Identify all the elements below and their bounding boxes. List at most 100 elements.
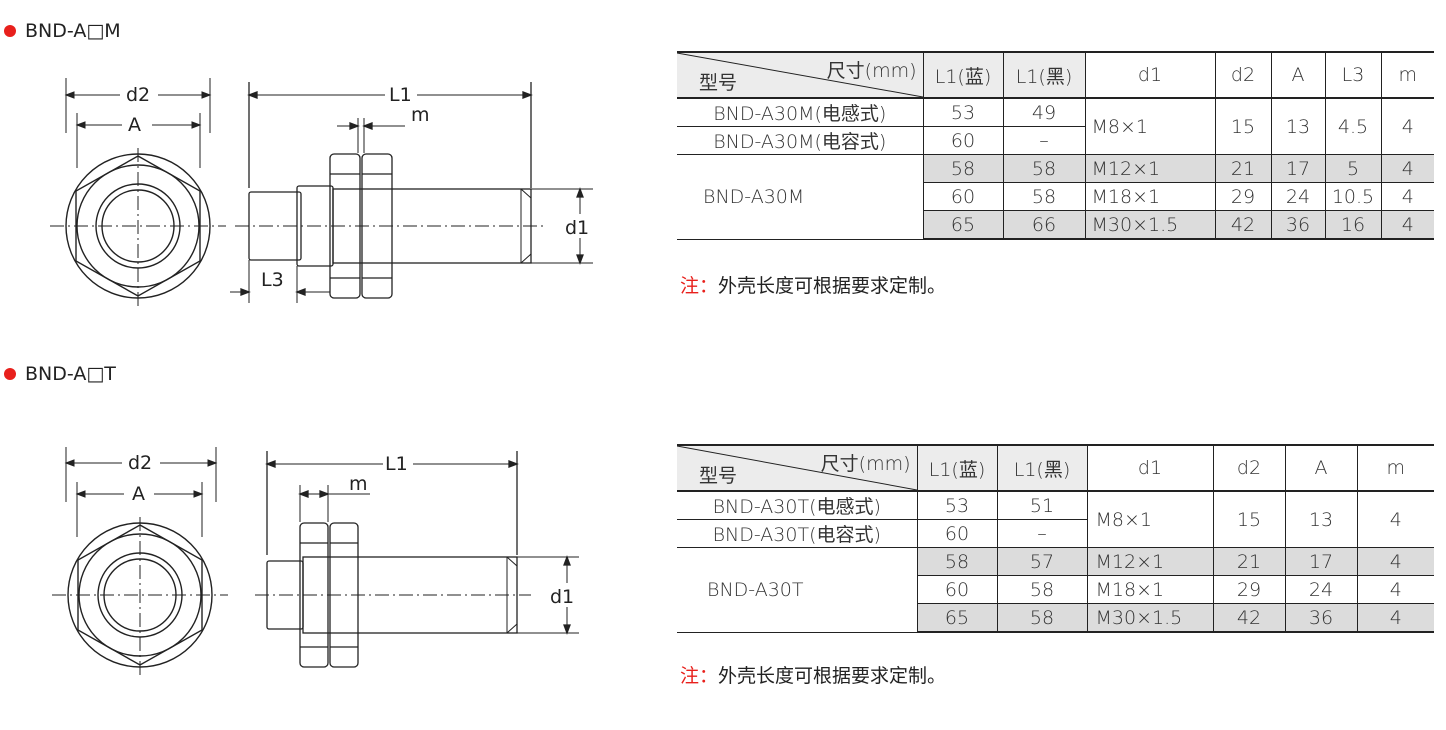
col-header: L1(蓝) — [922, 51, 1004, 99]
note-text: 外壳长度可根据要求定制。 — [718, 665, 947, 687]
col-header: d1 — [1084, 51, 1216, 99]
corner-header-cell: 尺寸(mm) 型号 — [677, 444, 918, 492]
cell: 57 — [996, 547, 1088, 576]
cell: M8×1 — [1084, 97, 1216, 155]
col-header: L1(黑) — [1002, 51, 1086, 99]
dim-d1-label: d1 — [550, 586, 574, 608]
corner-bottom-label: 型号 — [699, 465, 738, 487]
col-header: A — [1284, 444, 1358, 492]
section-title-t: BND-A□T — [4, 363, 116, 385]
cell: 10.5 — [1324, 182, 1382, 211]
cell: 4 — [1380, 154, 1434, 183]
side-view-drawing: L1 m d1 — [255, 451, 579, 668]
section-title-text: BND-A□T — [25, 363, 116, 385]
front-view-drawing: d2 A — [50, 78, 226, 308]
red-bullet-icon — [4, 368, 16, 380]
model-cell: BND-A30T — [677, 547, 918, 633]
spec-table-t: 尺寸(mm) 型号 L1(蓝) L1(黑) d1 d2 A m BND-A30T… — [677, 444, 1434, 633]
cell: 49 — [1002, 97, 1086, 127]
col-header: d2 — [1212, 444, 1286, 492]
cell: 4 — [1356, 575, 1434, 604]
cell: 4.5 — [1324, 97, 1382, 155]
col-header: d1 — [1086, 444, 1214, 492]
col-header: d2 — [1214, 51, 1272, 99]
cell: 4 — [1356, 490, 1434, 548]
cell: M18×1 — [1084, 182, 1216, 211]
corner-header-cell: 尺寸(mm) 型号 — [677, 51, 924, 99]
model-cell: BND-A30M(电感式) — [677, 97, 924, 127]
cell: M12×1 — [1086, 547, 1214, 576]
col-header: L3 — [1324, 51, 1382, 99]
cell: 42 — [1212, 603, 1286, 633]
cell: 51 — [996, 490, 1088, 520]
table-row: BND-A30T(电容式) 60 – — [677, 519, 1434, 548]
table-row: 65 58 M30×1.5 42 36 4 — [677, 603, 1434, 633]
col-header: L1(蓝) — [916, 444, 998, 492]
cell: M30×1.5 — [1086, 603, 1214, 633]
model-cell: BND-A30T(电感式) — [677, 490, 918, 520]
cell: 58 — [1002, 154, 1086, 183]
cell: 53 — [922, 97, 1004, 127]
cell: M12×1 — [1084, 154, 1216, 183]
cell: 58 — [996, 575, 1088, 604]
cell: 4 — [1380, 182, 1434, 211]
col-header: m — [1380, 51, 1434, 99]
cell: 60 — [923, 182, 1004, 211]
dim-a-label: A — [128, 114, 141, 136]
cell: 29 — [1214, 182, 1272, 211]
note-label: 注： — [680, 665, 719, 687]
note: 注：外壳长度可根据要求定制。 — [680, 271, 946, 298]
cell: 65 — [923, 210, 1004, 240]
cell: 24 — [1284, 575, 1358, 604]
cell: 65 — [917, 603, 998, 633]
table-header-row: 尺寸(mm) 型号 L1(蓝) L1(黑) d1 d2 A m — [677, 444, 1434, 492]
cell: 60 — [922, 126, 1004, 155]
table-row: BND-A30T 58 57 M12×1 21 17 4 — [677, 547, 1434, 633]
cell: 60 — [917, 575, 998, 604]
cell: – — [1002, 126, 1085, 155]
cell: 58 — [1002, 182, 1086, 211]
model-cell: BND-A30T(电容式) — [677, 519, 918, 548]
cell: – — [996, 519, 1087, 548]
section-title-m: BND-A□M — [4, 20, 121, 42]
cell: 16 — [1324, 210, 1382, 240]
table-row: BND-A30M(电容式) 60 – — [677, 126, 1434, 155]
cell: 60 — [916, 519, 998, 548]
dim-d2-label: d2 — [128, 452, 152, 474]
cell: 21 — [1212, 547, 1286, 576]
cell: 42 — [1214, 210, 1272, 240]
cell: 5 — [1324, 154, 1382, 183]
cell: 13 — [1270, 97, 1326, 155]
dim-l1-label: L1 — [385, 453, 408, 475]
cell: 21 — [1214, 154, 1272, 183]
dim-d2-label: d2 — [126, 84, 150, 106]
table-row: 60 58 M18×1 29 24 10.5 4 — [677, 182, 1434, 211]
note: 注：外壳长度可根据要求定制。 — [680, 661, 946, 688]
note-label: 注： — [680, 275, 719, 297]
cell: 58 — [996, 603, 1088, 633]
cell: 4 — [1380, 97, 1434, 155]
dim-m-label: m — [349, 473, 368, 495]
cell: 15 — [1214, 97, 1272, 155]
cell: 29 — [1212, 575, 1286, 604]
model-cell: BND-A30M(电容式) — [677, 126, 924, 155]
cell: 24 — [1270, 182, 1326, 211]
col-header: L1(黑) — [996, 444, 1088, 492]
cell: 4 — [1380, 210, 1434, 240]
cell: M30×1.5 — [1084, 210, 1216, 240]
cell: 66 — [1002, 210, 1086, 240]
dim-l1-label: L1 — [389, 84, 412, 106]
cell: 17 — [1284, 547, 1358, 576]
corner-top-label: 尺寸(mm) — [820, 453, 911, 475]
col-header: A — [1270, 51, 1326, 99]
cell: 58 — [922, 154, 1004, 183]
note-text: 外壳长度可根据要求定制。 — [718, 275, 947, 297]
table-row: 65 66 M30×1.5 42 36 16 4 — [677, 210, 1434, 240]
col-header: m — [1356, 444, 1434, 492]
front-view-drawing: d2 A — [52, 447, 228, 677]
cell: M8×1 — [1086, 490, 1214, 548]
dim-m-label: m — [411, 104, 430, 126]
spec-table-m: 尺寸(mm) 型号 L1(蓝) L1(黑) d1 d2 A L3 m BND-A… — [677, 51, 1434, 240]
cell: 13 — [1284, 490, 1358, 548]
cell: 58 — [916, 547, 998, 576]
